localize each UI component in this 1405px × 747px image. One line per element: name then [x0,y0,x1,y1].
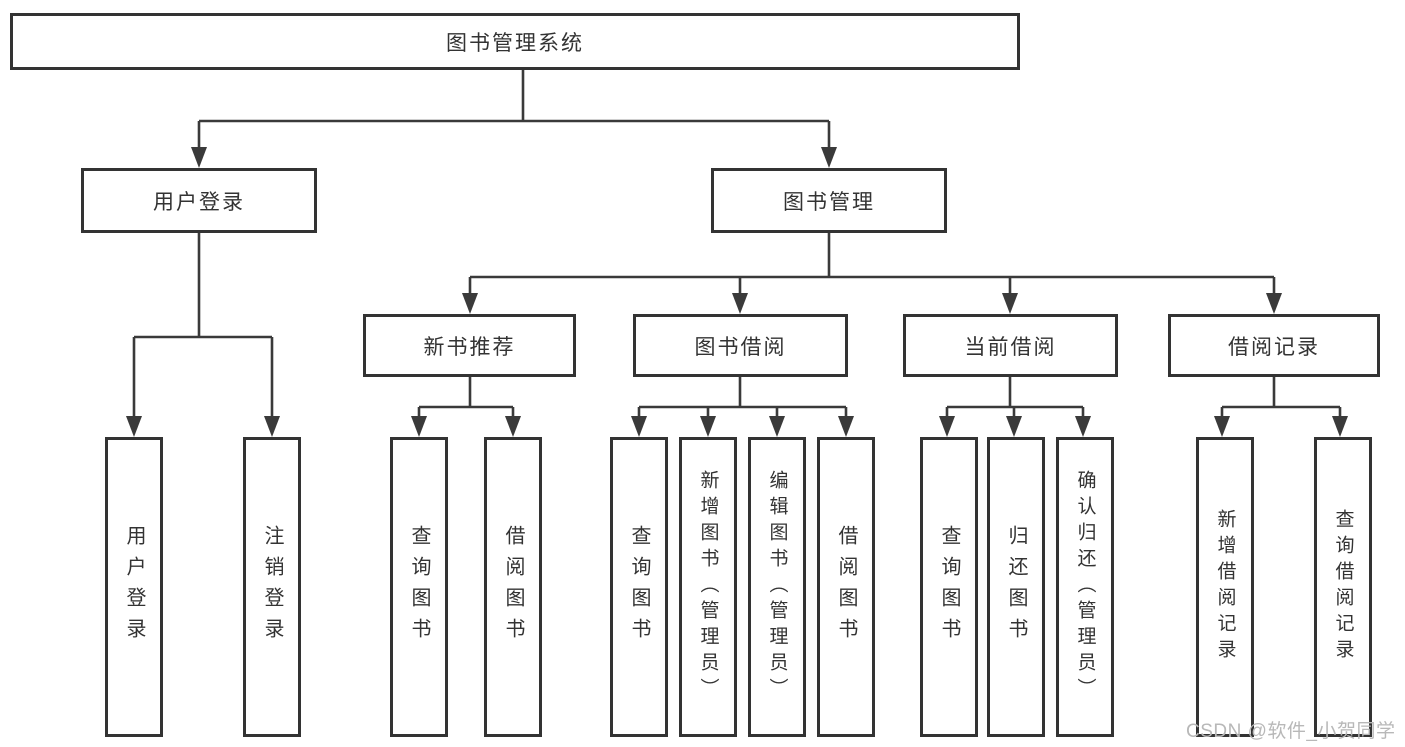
leaf-query-borrow-record: 查询借阅记录 [1314,437,1372,737]
node-new-book-recommend-label: 新书推荐 [423,335,516,359]
connector-borrowing-records-children [1214,377,1348,437]
leaf-logout: 注销登录 [243,437,301,737]
leaf-borrowing-query-books: 查询图书 [610,437,668,737]
leaf-return-books: 归还图书 [987,437,1045,737]
leaf-confirm-return-admin: 确认归还（管理员） [1056,437,1114,737]
leaf-current-query-books-label: 查询图书 [938,525,960,649]
node-book-management-label: 图书管理 [783,190,875,214]
leaf-add-borrow-record-label: 新增借阅记录 [1214,509,1236,665]
node-borrowing-records-label: 借阅记录 [1228,335,1320,359]
leaf-current-query-books: 查询图书 [920,437,978,737]
leaf-add-books-admin: 新增图书（管理员） [679,437,737,737]
leaf-query-borrow-record-label: 查询借阅记录 [1332,509,1354,665]
leaf-user-login: 用户登录 [105,437,163,737]
leaf-recommend-borrow-books: 借阅图书 [484,437,542,737]
leaf-recommend-borrow-books-label: 借阅图书 [502,525,524,649]
leaf-borrow-books: 借阅图书 [817,437,875,737]
leaf-return-books-label: 归还图书 [1005,525,1027,649]
leaf-logout-label: 注销登录 [261,525,283,649]
leaf-user-login-label: 用户登录 [123,525,145,649]
leaf-edit-books-admin-label: 编辑图书（管理员） [766,470,788,704]
node-user-login-label: 用户登录 [153,190,245,214]
leaf-borrow-books-label: 借阅图书 [835,525,857,649]
connector-book-borrowing-children [631,377,854,437]
connector-book-management-children [462,233,1282,314]
leaf-confirm-return-admin-label: 确认归还（管理员） [1074,470,1096,704]
node-current-borrowing: 当前借阅 [903,314,1118,377]
csdn-watermark: CSDN @软件_小贺同学 [1186,721,1396,742]
node-root-label: 图书管理系统 [446,31,584,55]
node-new-book-recommend: 新书推荐 [363,314,576,377]
connector-new-book-recommend-children [411,377,521,437]
node-book-borrowing: 图书借阅 [633,314,848,377]
leaf-add-borrow-record: 新增借阅记录 [1196,437,1254,737]
node-borrowing-records: 借阅记录 [1168,314,1380,377]
leaf-borrowing-query-books-label: 查询图书 [628,525,650,649]
node-book-management: 图书管理 [711,168,947,233]
node-current-borrowing-label: 当前借阅 [964,335,1057,359]
leaf-recommend-query-books: 查询图书 [390,437,448,737]
connector-root-to-level2 [191,70,837,168]
leaf-add-books-admin-label: 新增图书（管理员） [697,470,719,704]
node-user-login: 用户登录 [81,168,317,233]
node-book-borrowing-label: 图书借阅 [694,335,787,359]
node-root: 图书管理系统 [10,13,1020,70]
connector-user-login-children [126,233,280,437]
leaf-recommend-query-books-label: 查询图书 [408,525,430,649]
leaf-edit-books-admin: 编辑图书（管理员） [748,437,806,737]
connector-current-borrowing-children [939,377,1091,437]
